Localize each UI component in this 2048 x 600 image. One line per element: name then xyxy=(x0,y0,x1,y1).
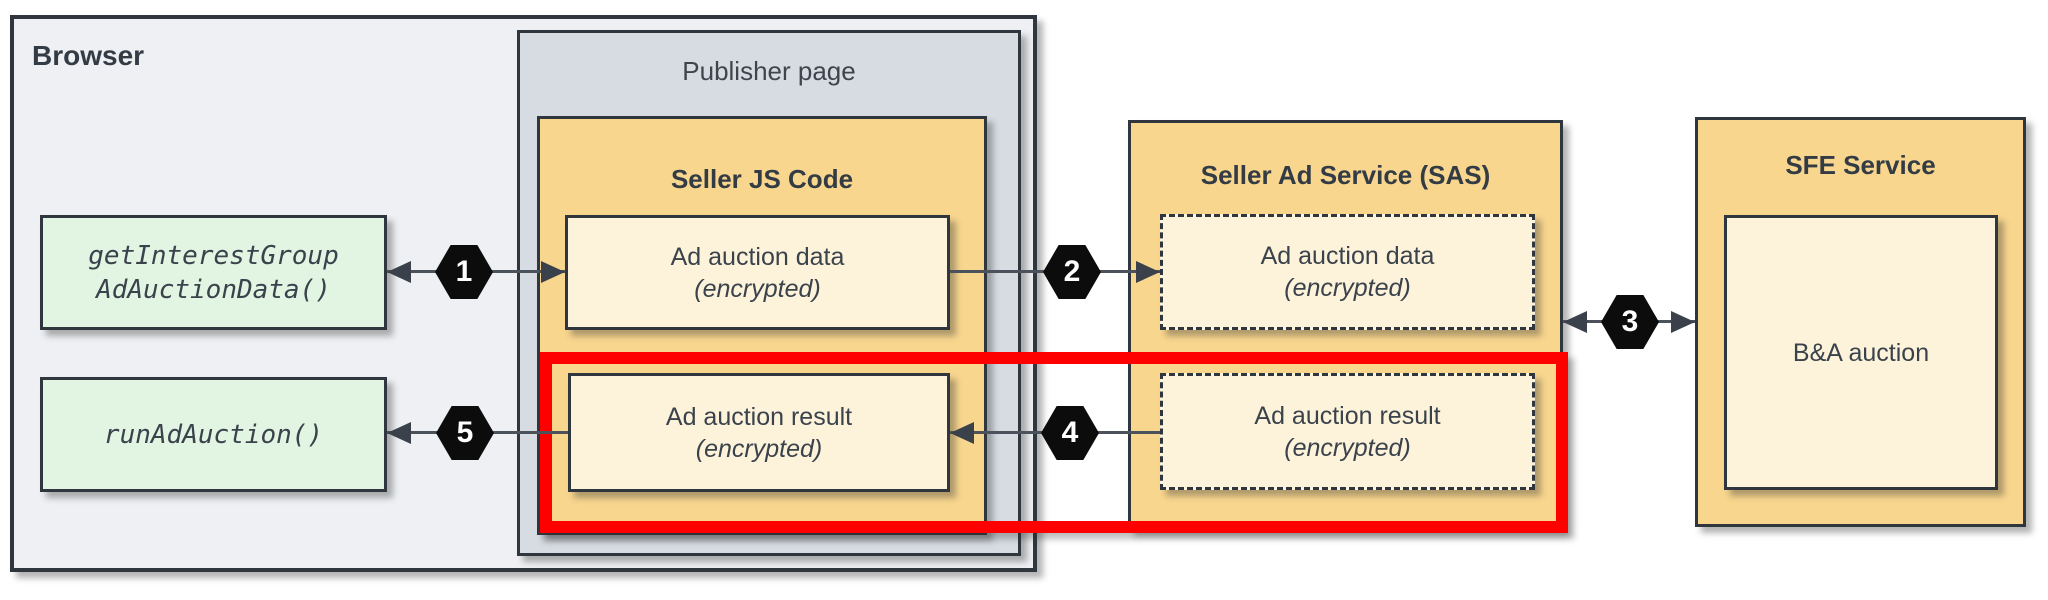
js-ad-auction-data-node: Ad auction data (encrypted) xyxy=(565,215,950,330)
get-interest-group-node: getInterestGroup AdAuctionData() xyxy=(40,215,387,330)
step-2-label: 2 xyxy=(1063,255,1081,288)
browser-title: Browser xyxy=(32,40,145,71)
sas-ad-auction-result-line1: Ad auction result xyxy=(1254,401,1441,430)
sas-ad-auction-result-node: Ad auction result (encrypted) xyxy=(1160,373,1535,490)
step-2-badge: 2 xyxy=(1043,245,1101,299)
js-ad-auction-data-line2: (encrypted) xyxy=(694,274,821,303)
js-ad-auction-result-line2: (encrypted) xyxy=(695,434,823,463)
connector-4-arrow-left-icon xyxy=(950,422,974,444)
connector-2-arrow-right-icon xyxy=(1136,261,1160,283)
js-ad-auction-result-line1: Ad auction result xyxy=(665,402,853,431)
get-interest-group-line2: AdAuctionData() xyxy=(96,274,331,305)
run-ad-auction-node: runAdAuction() xyxy=(40,377,387,492)
highlight-rectangle xyxy=(540,352,1568,533)
step-3-label: 3 xyxy=(1621,305,1639,338)
connector-5-arrow-left-icon xyxy=(387,422,411,444)
connector-3-arrow-left-icon xyxy=(1563,311,1587,333)
js-ad-auction-result-node: Ad auction result (encrypted) xyxy=(568,373,950,492)
sas-ad-auction-data-line2: (encrypted) xyxy=(1284,274,1411,302)
seller-js-code-title: Seller JS Code xyxy=(670,164,854,194)
step-1-label: 1 xyxy=(455,255,473,288)
ba-auction-node: B&A auction xyxy=(1724,215,1998,490)
sas-ad-auction-result-line2: (encrypted) xyxy=(1284,433,1411,462)
get-interest-group-line1: getInterestGroup xyxy=(88,240,339,271)
sas-ad-auction-data-node: Ad auction data (encrypted) xyxy=(1160,214,1535,330)
publisher-page-title: Publisher page xyxy=(682,56,856,86)
sas-ad-auction-data-line1: Ad auction data xyxy=(1260,242,1435,270)
connector-1-arrow-right-icon xyxy=(541,261,565,283)
step-3-badge: 3 xyxy=(1601,295,1659,349)
ba-auction-line1: B&A auction xyxy=(1792,338,1930,367)
run-ad-auction-line1: runAdAuction() xyxy=(103,419,324,450)
js-ad-auction-data-line1: Ad auction data xyxy=(670,242,845,271)
connector-1-arrow-left-icon xyxy=(387,261,411,283)
step-4-label: 4 xyxy=(1061,416,1079,449)
step-5-label: 5 xyxy=(456,416,474,449)
seller-ad-service-title: Seller Ad Service (SAS) xyxy=(1200,160,1491,190)
connector-3-arrow-right-icon xyxy=(1671,311,1695,333)
sfe-service-title: SFE Service xyxy=(1785,150,1936,180)
